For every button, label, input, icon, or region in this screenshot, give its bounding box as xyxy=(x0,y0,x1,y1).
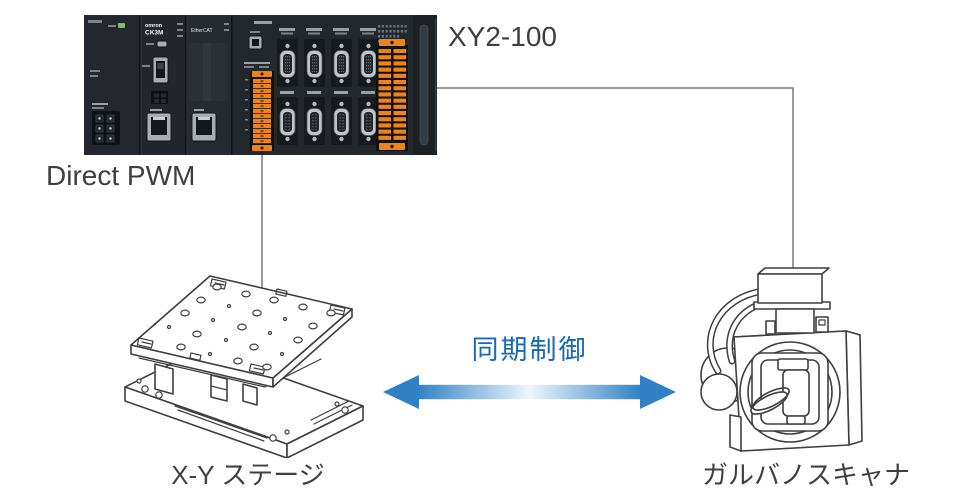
stage-hole-pattern xyxy=(166,283,336,371)
micro-usb-port xyxy=(156,40,168,48)
bus-label: EtherCAT xyxy=(191,28,213,34)
label-galvano-scanner: ガルバノスキャナ xyxy=(701,460,910,490)
ethercat-module: EtherCAT xyxy=(187,15,231,155)
brand-logo: omron xyxy=(145,23,163,29)
end-cap xyxy=(413,15,437,155)
scanner-mirror-assembly xyxy=(750,358,810,425)
galvano-scanner-illustration xyxy=(700,267,863,452)
terminal-block-left xyxy=(245,71,274,151)
ck3m-controller-image: omron CK3M EtherCAT xyxy=(84,15,437,155)
label-xy-stage: X-Y ステージ xyxy=(171,460,325,490)
sync-arrow xyxy=(383,375,676,409)
label-xy2-100: XY2-100 xyxy=(448,21,557,52)
arrow-right-head xyxy=(640,375,676,409)
model-label: CK3M xyxy=(145,30,163,37)
connector-line-scanner xyxy=(437,87,794,274)
xy-stage-illustration xyxy=(124,275,364,458)
power-led xyxy=(118,23,125,28)
cpu-module: omron CK3M xyxy=(141,15,185,155)
scanner-top-block xyxy=(753,267,831,334)
arrow-left-head xyxy=(383,375,419,409)
power-module xyxy=(84,15,139,155)
axis-interface-module xyxy=(232,15,413,155)
label-direct-pwm: Direct PWM xyxy=(46,160,196,191)
label-sync-control: 同期制御 xyxy=(471,335,588,365)
terminal-block-right xyxy=(376,39,408,151)
